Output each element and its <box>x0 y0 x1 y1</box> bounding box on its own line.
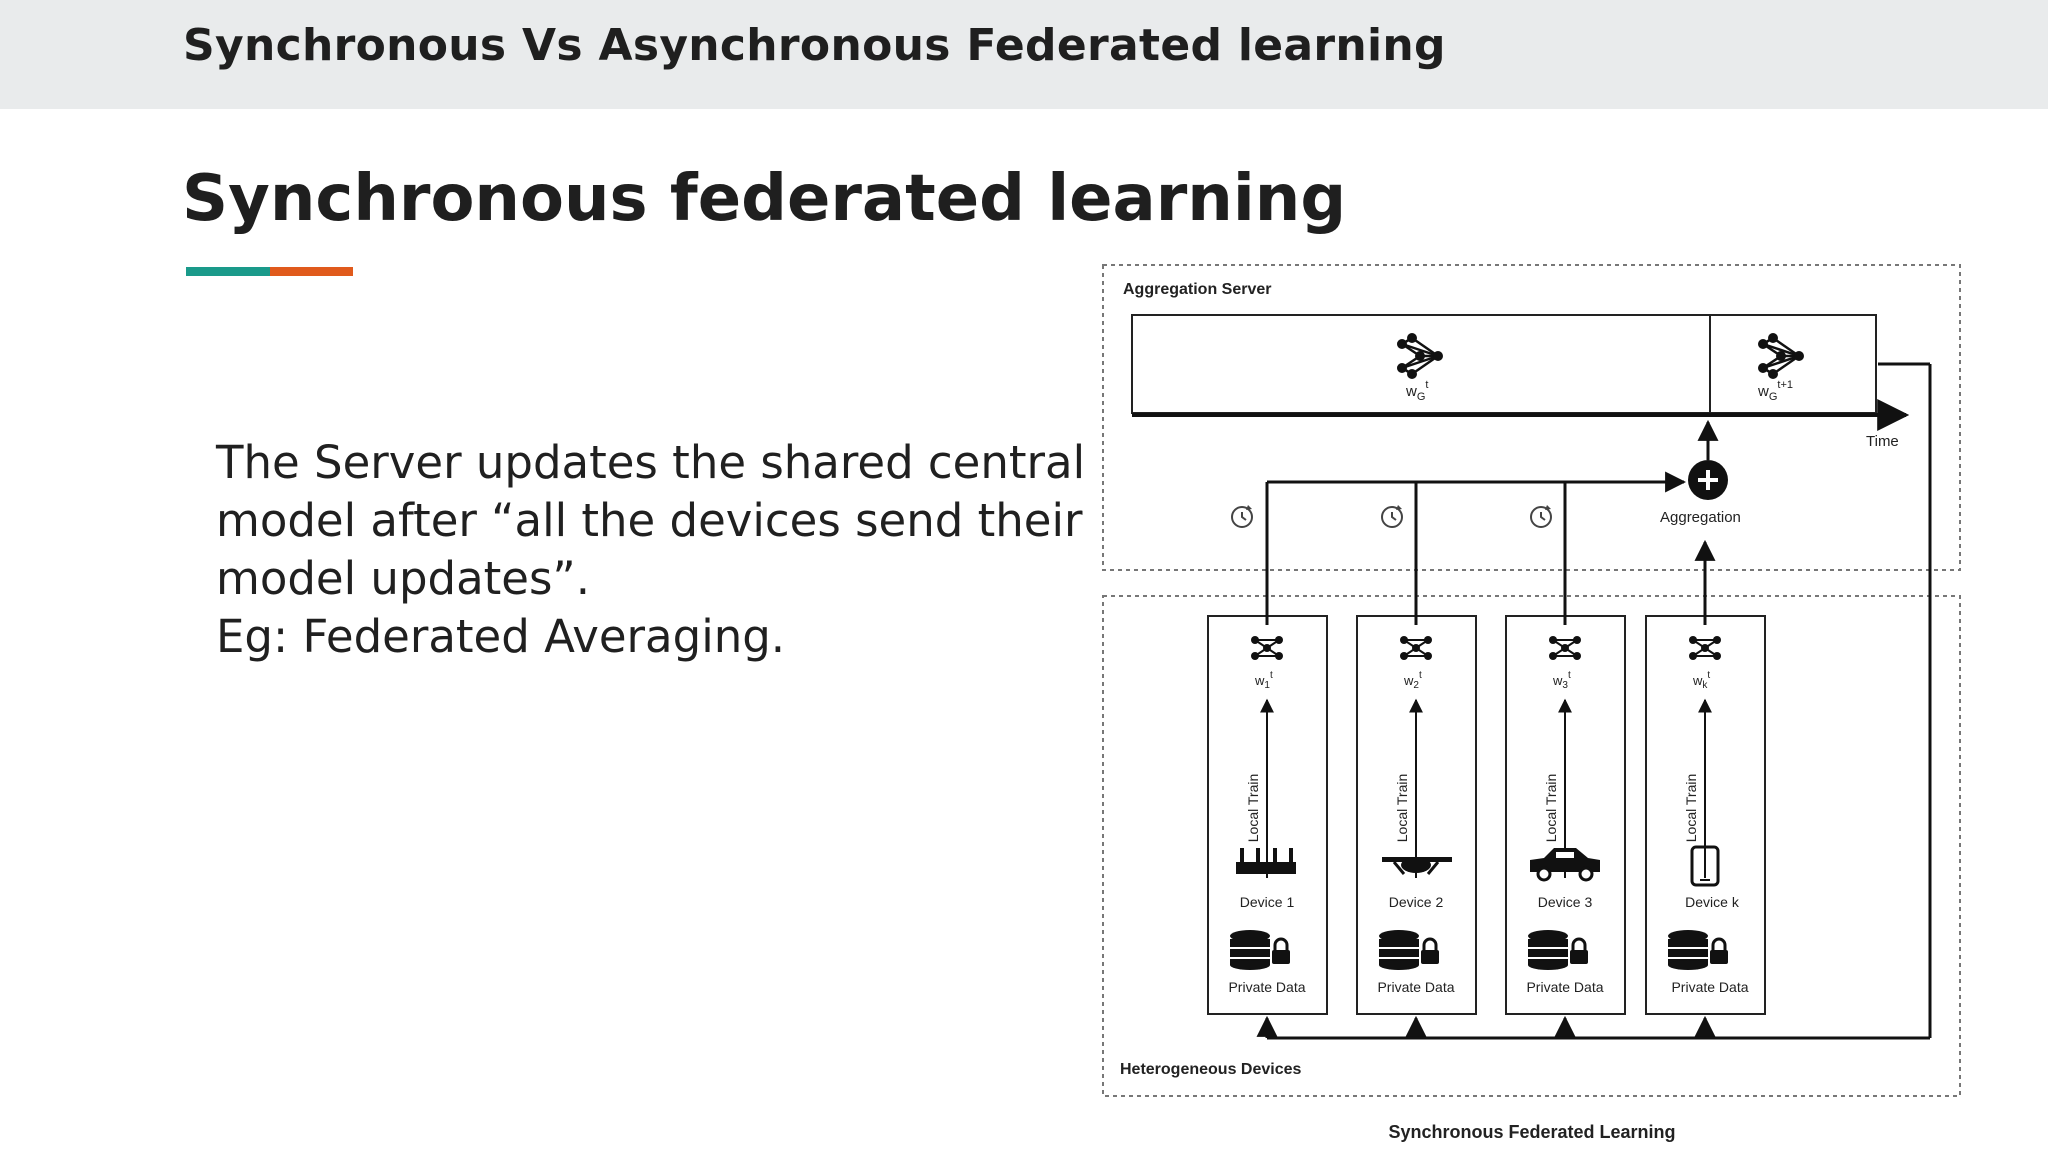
devices-region <box>1102 595 1961 1097</box>
accent-bar-orange <box>270 267 353 276</box>
time-label: Time <box>1866 433 1899 450</box>
synchronous-fl-diagram: Aggregation Server Time wGt wGt+1 Aggreg… <box>1098 260 1968 1152</box>
clock-icon <box>1231 504 1253 528</box>
body-paragraph: The Server updates the shared central mo… <box>216 436 1086 605</box>
car-icon <box>1530 848 1600 882</box>
accent-bar-teal <box>186 267 270 276</box>
svg-text:Local Train: Local Train <box>1543 774 1559 842</box>
banner-title: Synchronous Vs Asynchronous Federated le… <box>183 20 1446 71</box>
server-region <box>1102 264 1961 571</box>
global-model-t1-label: wGt+1 <box>1757 379 1793 403</box>
device-name: Device 1 <box>1240 894 1295 910</box>
global-model-icon <box>1395 331 1445 381</box>
clock-icon <box>1381 504 1403 528</box>
database-lock-icon <box>1526 928 1590 972</box>
clock-icon <box>1530 504 1552 528</box>
device-name: Device k <box>1685 894 1740 910</box>
global-model-t-label: wGt <box>1405 379 1428 403</box>
top-banner: Synchronous Vs Asynchronous Federated le… <box>0 0 2048 109</box>
database-lock-icon <box>1666 928 1730 972</box>
svg-text:Local Train: Local Train <box>1683 774 1699 842</box>
database-lock-icon <box>1377 928 1441 972</box>
drone-icon <box>1382 857 1452 875</box>
device-1-column: w1t Local Train Device 1 Private Data <box>1207 482 1328 1015</box>
svg-text:w1t: w1t <box>1254 670 1273 691</box>
device-name: Device 2 <box>1389 894 1444 910</box>
svg-text:w3t: w3t <box>1552 670 1571 691</box>
devices-region-label: Heterogeneous Devices <box>1120 1061 1302 1078</box>
svg-text:Private Data: Private Data <box>1377 979 1454 995</box>
router-icon <box>1236 848 1296 874</box>
server-region-label: Aggregation Server <box>1123 281 1271 298</box>
svg-text:Local Train: Local Train <box>1245 774 1261 842</box>
svg-text:Private Data: Private Data <box>1228 979 1305 995</box>
svg-text:w2t: w2t <box>1403 670 1422 691</box>
svg-text:wkt: wkt <box>1692 670 1710 691</box>
svg-text:Local Train: Local Train <box>1394 774 1410 842</box>
body-example: Eg: Federated Averaging. <box>216 610 786 663</box>
global-model-next-icon <box>1756 331 1806 381</box>
diagram-caption: Synchronous Federated Learning <box>1388 1122 1675 1142</box>
svg-text:Private Data: Private Data <box>1526 979 1603 995</box>
database-lock-icon <box>1228 928 1292 972</box>
aggregation-label: Aggregation <box>1660 509 1741 526</box>
device-name: Device 3 <box>1538 894 1593 910</box>
device-3-column: w3t Local Train Device 3 Private Data <box>1505 482 1626 1015</box>
slide-title: Synchronous federated learning <box>182 162 1347 236</box>
svg-text:Private Data: Private Data <box>1671 979 1748 995</box>
body-text: The Server updates the shared central mo… <box>216 434 1086 666</box>
device-2-column: w2t Local Train Device 2 Private Data <box>1356 482 1477 1015</box>
device-k-column: wkt Local Train Device k Private Data <box>1645 539 1766 1015</box>
phone-icon <box>1690 845 1720 887</box>
